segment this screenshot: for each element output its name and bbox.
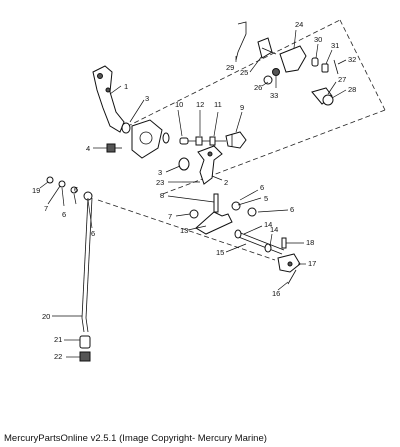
- bracket-arm: [92, 65, 125, 133]
- washer: [247, 207, 257, 217]
- callout-16: 16: [272, 289, 280, 298]
- washer: [121, 122, 131, 134]
- nut: [79, 351, 91, 362]
- callout-15: 15: [216, 248, 224, 257]
- callout-3-lower: 3: [158, 168, 162, 177]
- bellcrank: [197, 145, 223, 185]
- fitting: [225, 131, 247, 149]
- callout-30: 30: [314, 35, 322, 44]
- washer-stack: [46, 176, 93, 201]
- link-rod-upper: [179, 136, 226, 146]
- callout-7-b: 7: [44, 204, 48, 213]
- callout-18: 18: [306, 238, 314, 247]
- callout-8: 8: [160, 191, 164, 200]
- callout-23: 23: [156, 178, 164, 187]
- washer: [189, 209, 199, 219]
- callout-25: 25: [240, 68, 248, 77]
- callout-13: 13: [180, 226, 188, 235]
- callout-22: 22: [54, 352, 62, 361]
- callout-4: 4: [86, 144, 90, 153]
- pin: [281, 237, 287, 249]
- callout-27: 27: [338, 75, 346, 84]
- callout-32: 32: [348, 55, 356, 64]
- callout-20: 20: [42, 312, 50, 321]
- callout-10: 10: [175, 100, 183, 109]
- sleeve: [79, 335, 91, 349]
- callouts: 1 2 3 3 4 5 6 6 6 6 6 7 7 8 9 10 11: [32, 20, 356, 361]
- callout-9: 9: [240, 103, 244, 112]
- callout-6-d: 6: [74, 185, 78, 194]
- washer: [178, 157, 190, 171]
- callout-3: 3: [145, 94, 149, 103]
- callout-28: 28: [348, 85, 356, 94]
- parts-diagram: 1 2 3 3 4 5 6 6 6 6 6 7 7 8 9 10 11: [32, 19, 386, 362]
- callout-6-b: 6: [290, 205, 294, 214]
- long-rod: [81, 197, 93, 333]
- image-caption: MercuryPartsOnline v2.5.1 (Image Copyrig…: [4, 433, 267, 444]
- callout-11: 11: [214, 100, 222, 109]
- assembly-boundary-lower: [97, 199, 276, 261]
- callout-6-c: 6: [62, 210, 66, 219]
- upper-right-linkage: [235, 21, 339, 106]
- lower-lever: [195, 193, 241, 235]
- callout-6-a: 6: [260, 183, 264, 192]
- bolt: [106, 143, 122, 153]
- callout-2: 2: [224, 178, 228, 187]
- callout-14-a: 14: [264, 220, 272, 229]
- callout-24: 24: [295, 20, 303, 29]
- lever-plate: [131, 119, 170, 159]
- callout-14-b: 14: [270, 225, 278, 234]
- callout-5: 5: [264, 194, 268, 203]
- callout-12: 12: [196, 100, 204, 109]
- callout-17: 17: [308, 259, 316, 268]
- callout-6-e: 6: [91, 229, 95, 238]
- callout-33: 33: [270, 91, 278, 100]
- clevis-block: [277, 253, 301, 273]
- assembly-boundary-upper: [119, 19, 386, 196]
- callout-31: 31: [331, 41, 339, 50]
- shaft: [234, 229, 285, 255]
- callout-1: 1: [124, 82, 128, 91]
- callout-29: 29: [226, 63, 234, 72]
- screw: [287, 269, 297, 285]
- callout-26: 26: [254, 83, 262, 92]
- callout-19: 19: [32, 186, 40, 195]
- callout-7-a: 7: [168, 212, 172, 221]
- callout-21: 21: [54, 335, 62, 344]
